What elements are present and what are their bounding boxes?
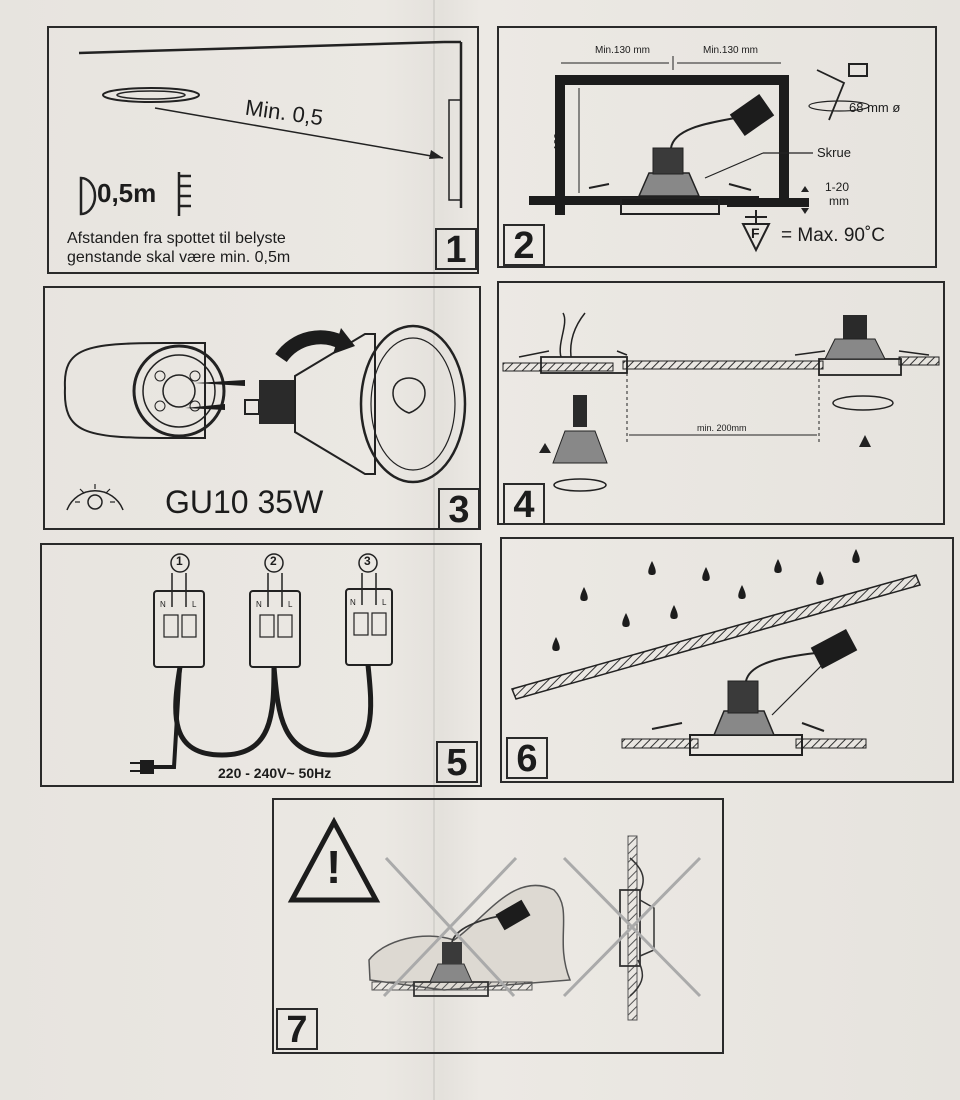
clearance-label: 0,5m xyxy=(97,178,157,208)
terminal-n-1: N xyxy=(160,600,166,609)
step-number-3: 3 xyxy=(438,488,480,530)
voltage-label: 220 - 240V~ 50Hz xyxy=(218,765,332,781)
spacing-label: min. 200mm xyxy=(697,423,747,433)
panel-5-drawing xyxy=(130,553,393,774)
thickness-label-1: 1-20 xyxy=(825,180,850,194)
panel-6-drawing xyxy=(510,549,922,756)
warning-icon: ! xyxy=(326,841,342,893)
panel-4-spacing: min. 200mm 4 xyxy=(497,281,945,525)
panel-3-drawing xyxy=(63,324,467,511)
panel-1-spacing: Min. 0,5 0,5m Afstanden fra spottet til … xyxy=(47,26,479,274)
caption-line-2: genstande skal være min. 0,5m xyxy=(67,249,291,266)
terminal-n-2: N xyxy=(256,600,262,609)
paper-fold xyxy=(433,0,435,1100)
panel-2-mounting: Min.130 mm Min.130 mm 100 mm 68 mm ø Skr… xyxy=(497,26,937,268)
terminal-l-2: L xyxy=(288,600,293,609)
panel-6-moisture: 6 xyxy=(500,537,954,783)
dim-left-label: Min.130 mm xyxy=(595,45,651,56)
hole-label: 68 mm ø xyxy=(849,100,901,115)
panel-5-wiring: 1 2 3 N L N L N L 220 - 240V~ 50Hz 5 xyxy=(40,543,482,787)
panel-4-drawing xyxy=(502,312,940,492)
dim-right-label: Min.130 mm xyxy=(703,45,759,56)
terminal-l-3: L xyxy=(382,598,387,607)
f-mark: F xyxy=(751,225,760,241)
caption-line-1: Afstanden fra spottet til belyste xyxy=(67,230,286,247)
panel-7-drawing xyxy=(287,816,702,1021)
step-number-1: 1 xyxy=(435,228,477,270)
panel-2-drawing xyxy=(529,56,870,253)
panel-3-bulb: GU10 35W 3 xyxy=(43,286,481,530)
step-number-5: 5 xyxy=(436,741,478,783)
step-number-7: 7 xyxy=(276,1008,318,1050)
step-number-2: 2 xyxy=(503,224,545,266)
unit-number-3: 3 xyxy=(364,554,371,568)
unit-number-2: 2 xyxy=(270,554,277,568)
panel-7-warning: ! 7 xyxy=(272,798,724,1054)
thickness-label-2: mm xyxy=(829,194,849,208)
step-number-6: 6 xyxy=(506,737,548,779)
panel-1-drawing xyxy=(78,40,463,216)
terminal-l-1: L xyxy=(192,600,197,609)
unit-number-1: 1 xyxy=(176,554,183,568)
temp-label: = Max. 90˚C xyxy=(781,225,886,246)
water-drops xyxy=(552,549,860,651)
terminal-n-3: N xyxy=(350,598,356,607)
screw-label: Skrue xyxy=(817,145,851,160)
lamp-label: GU10 35W xyxy=(165,484,324,520)
step-number-4: 4 xyxy=(503,483,545,525)
height-label: 100 mm xyxy=(553,113,564,150)
